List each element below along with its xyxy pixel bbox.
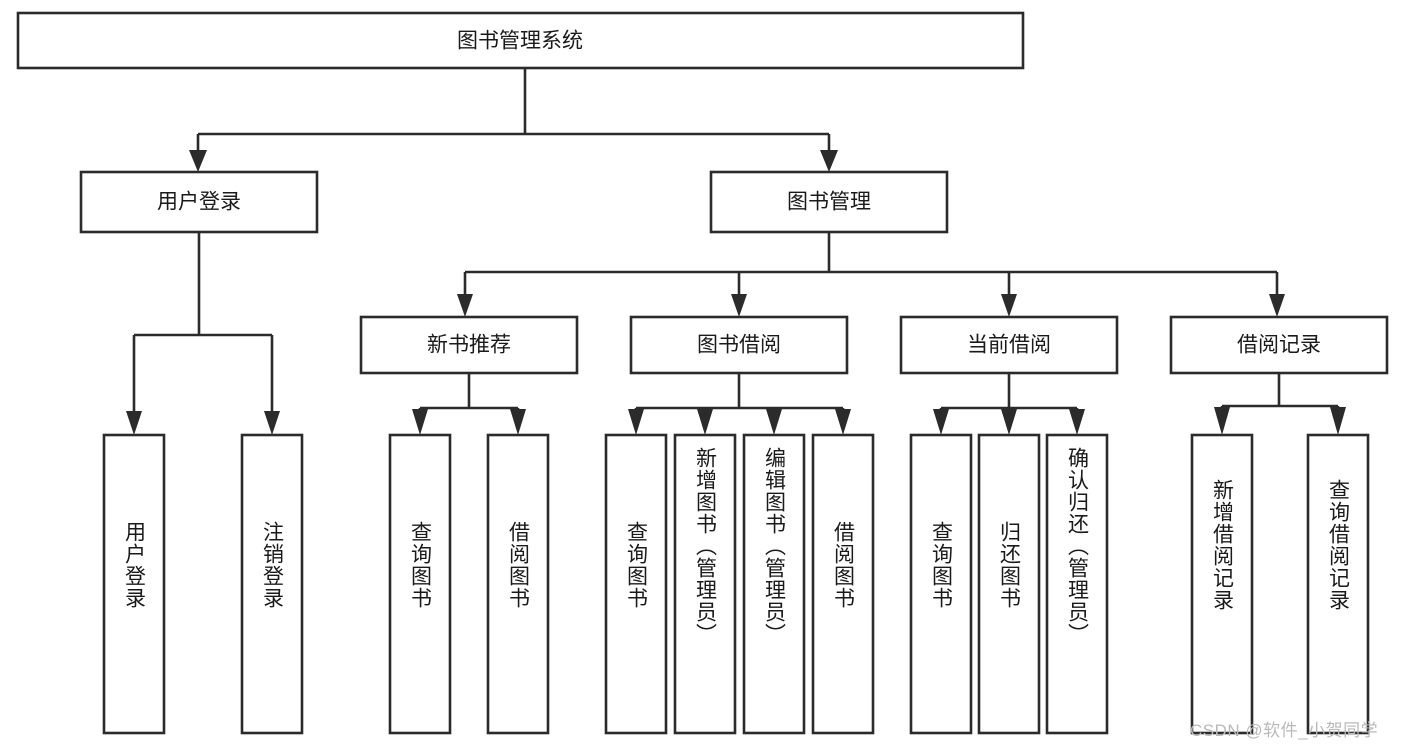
leaf-box-current-borrow-1[interactable] <box>977 433 1041 735</box>
node-root[interactable] <box>16 11 1025 70</box>
node-user-login-label: 用户登录 <box>157 191 241 214</box>
leaf-box-borrow-record-0[interactable] <box>1190 433 1254 735</box>
leaf-box-book-borrow-1[interactable] <box>673 433 737 735</box>
node-new-book[interactable] <box>359 315 579 375</box>
arrow-icon-book-borrow <box>731 294 747 317</box>
node-book-borrow[interactable] <box>629 315 849 375</box>
node-borrow-record-label: 借阅记录 <box>1237 334 1321 357</box>
node-book-mgmt-label: 图书管理 <box>787 191 871 214</box>
arrow-icon-book-borrow-leaf-4 <box>835 409 851 435</box>
node-new-book-label: 新书推荐 <box>427 334 511 357</box>
arrow-icon-new-book-leaf-2 <box>510 409 526 435</box>
node-current-borrow[interactable] <box>899 315 1119 375</box>
arrow-icon-book-borrow-leaf-2 <box>697 409 713 435</box>
leaf-box-current-borrow-0[interactable] <box>909 433 973 735</box>
arrow-icon-user-login-leaf-2 <box>264 411 280 435</box>
arrow-icon-book-borrow-leaf-3 <box>766 409 782 435</box>
leaf-box-book-borrow-2[interactable] <box>742 433 806 735</box>
arrow-icon-borrow-record-leaf-1 <box>1214 407 1230 435</box>
leaf-box-user-login-1[interactable] <box>240 433 304 735</box>
node-borrow-record[interactable] <box>1169 315 1389 375</box>
arrow-icon-user-login <box>189 150 207 172</box>
leaf-box-current-borrow-2[interactable] <box>1045 433 1109 735</box>
arrow-icon-user-login-leaf-1 <box>126 411 142 435</box>
leaf-box-new-book-1[interactable] <box>486 433 550 735</box>
node-current-borrow-label: 当前借阅 <box>967 334 1051 357</box>
arrow-icon-new-book <box>457 294 473 317</box>
arrow-icon-current-borrow <box>1001 294 1017 317</box>
leaf-box-borrow-record-1[interactable] <box>1306 433 1370 735</box>
arrow-icon-borrow-record <box>1269 294 1285 317</box>
arrow-icon-borrow-record-leaf-2 <box>1330 407 1346 435</box>
arrow-icon-book-mgmt <box>820 150 838 172</box>
watermark-text: CSDN @软件_小贺同学 <box>1190 721 1379 740</box>
arrow-icon-new-book-leaf-1 <box>412 409 428 435</box>
node-book-mgmt[interactable] <box>709 170 949 234</box>
arrow-icon-current-borrow-leaf-3 <box>1069 409 1085 435</box>
leaf-box-book-borrow-0[interactable] <box>604 433 668 735</box>
node-book-borrow-label: 图书借阅 <box>697 334 781 357</box>
leaf-box-user-login-0[interactable] <box>102 433 166 735</box>
leaf-box-new-book-0[interactable] <box>388 433 452 735</box>
arrow-icon-current-borrow-leaf-2 <box>1001 409 1017 435</box>
arrow-icon-current-borrow-leaf-1 <box>933 409 949 435</box>
leaf-box-book-borrow-3[interactable] <box>811 433 875 735</box>
arrow-icon-book-borrow-leaf-1 <box>628 409 644 435</box>
node-root-label: 图书管理系统 <box>457 30 583 53</box>
